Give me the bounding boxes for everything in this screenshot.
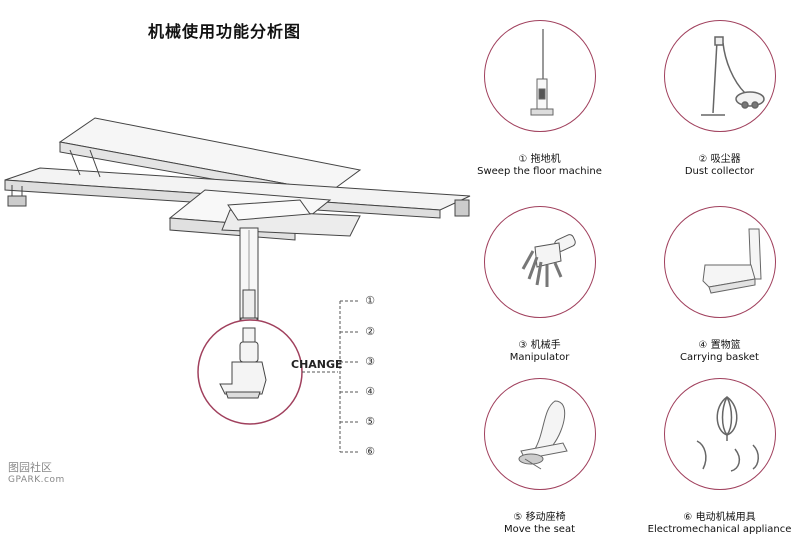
option-6-marker: ⑥ xyxy=(365,445,375,458)
electromechanical-circle xyxy=(663,378,776,490)
option-4-marker: ④ xyxy=(365,385,375,398)
ceiling-rail-illustration xyxy=(4,117,471,453)
card-electromechanical-appliance: ⑥ 电动机械用具 Electromechanical appliance xyxy=(647,378,792,535)
floor-sweeper-icon xyxy=(530,29,553,116)
card-1-title-cn: ① 拖地机 xyxy=(518,154,561,165)
option-3-marker: ③ xyxy=(365,355,375,368)
card-2-title-cn: ② 吸尘器 xyxy=(698,154,741,165)
card-dust-collector: ② 吸尘器 Dust collector xyxy=(647,20,792,177)
change-label: CHANGE xyxy=(291,358,343,371)
card-carrying-basket: ④ 置物篮 Carrying basket xyxy=(647,206,792,363)
page-title: 机械使用功能分析图 xyxy=(148,22,302,41)
watermark-line2: GPARK.com xyxy=(8,475,65,485)
card-5-title-en: Move the seat xyxy=(504,524,575,535)
card-manipulator: ③ 机械手 Manipulator xyxy=(467,206,612,363)
robot-hand-icon xyxy=(521,234,576,287)
seat-circle xyxy=(483,378,596,490)
carrying-basket-icon xyxy=(701,228,762,294)
manipulator-circle xyxy=(483,206,596,318)
card-6-title-en: Electromechanical appliance xyxy=(647,524,792,535)
option-1-marker: ① xyxy=(365,294,375,307)
card-6-title-cn: ⑥ 电动机械用具 xyxy=(683,512,756,523)
option-5-marker: ⑤ xyxy=(365,415,375,428)
card-move-the-seat: ⑤ 移动座椅 Move the seat xyxy=(467,378,612,535)
card-3-title-cn: ③ 机械手 xyxy=(518,340,561,351)
card-4-title-en: Carrying basket xyxy=(680,352,759,363)
card-4-title-cn: ④ 置物篮 xyxy=(698,340,741,351)
option-2-marker: ② xyxy=(365,325,375,338)
dust-collector-circle xyxy=(663,20,776,132)
dust-collector-icon xyxy=(700,36,765,116)
card-5-title-cn: ⑤ 移动座椅 xyxy=(513,512,566,523)
watermark: 图园社区 GPARK.com xyxy=(8,462,65,486)
floor-sweeper-circle xyxy=(483,20,596,132)
mixer-attachments-icon xyxy=(696,396,759,472)
card-3-title-en: Manipulator xyxy=(509,352,570,363)
watermark-line1: 图园社区 xyxy=(8,461,52,474)
carrying-basket-circle xyxy=(663,206,776,318)
card-1-title-en: Sweep the floor machine xyxy=(477,166,602,177)
card-floor-sweeper: ① 拖地机 Sweep the floor machine xyxy=(467,20,612,177)
card-2-title-en: Dust collector xyxy=(684,166,755,177)
seat-icon xyxy=(518,400,568,470)
